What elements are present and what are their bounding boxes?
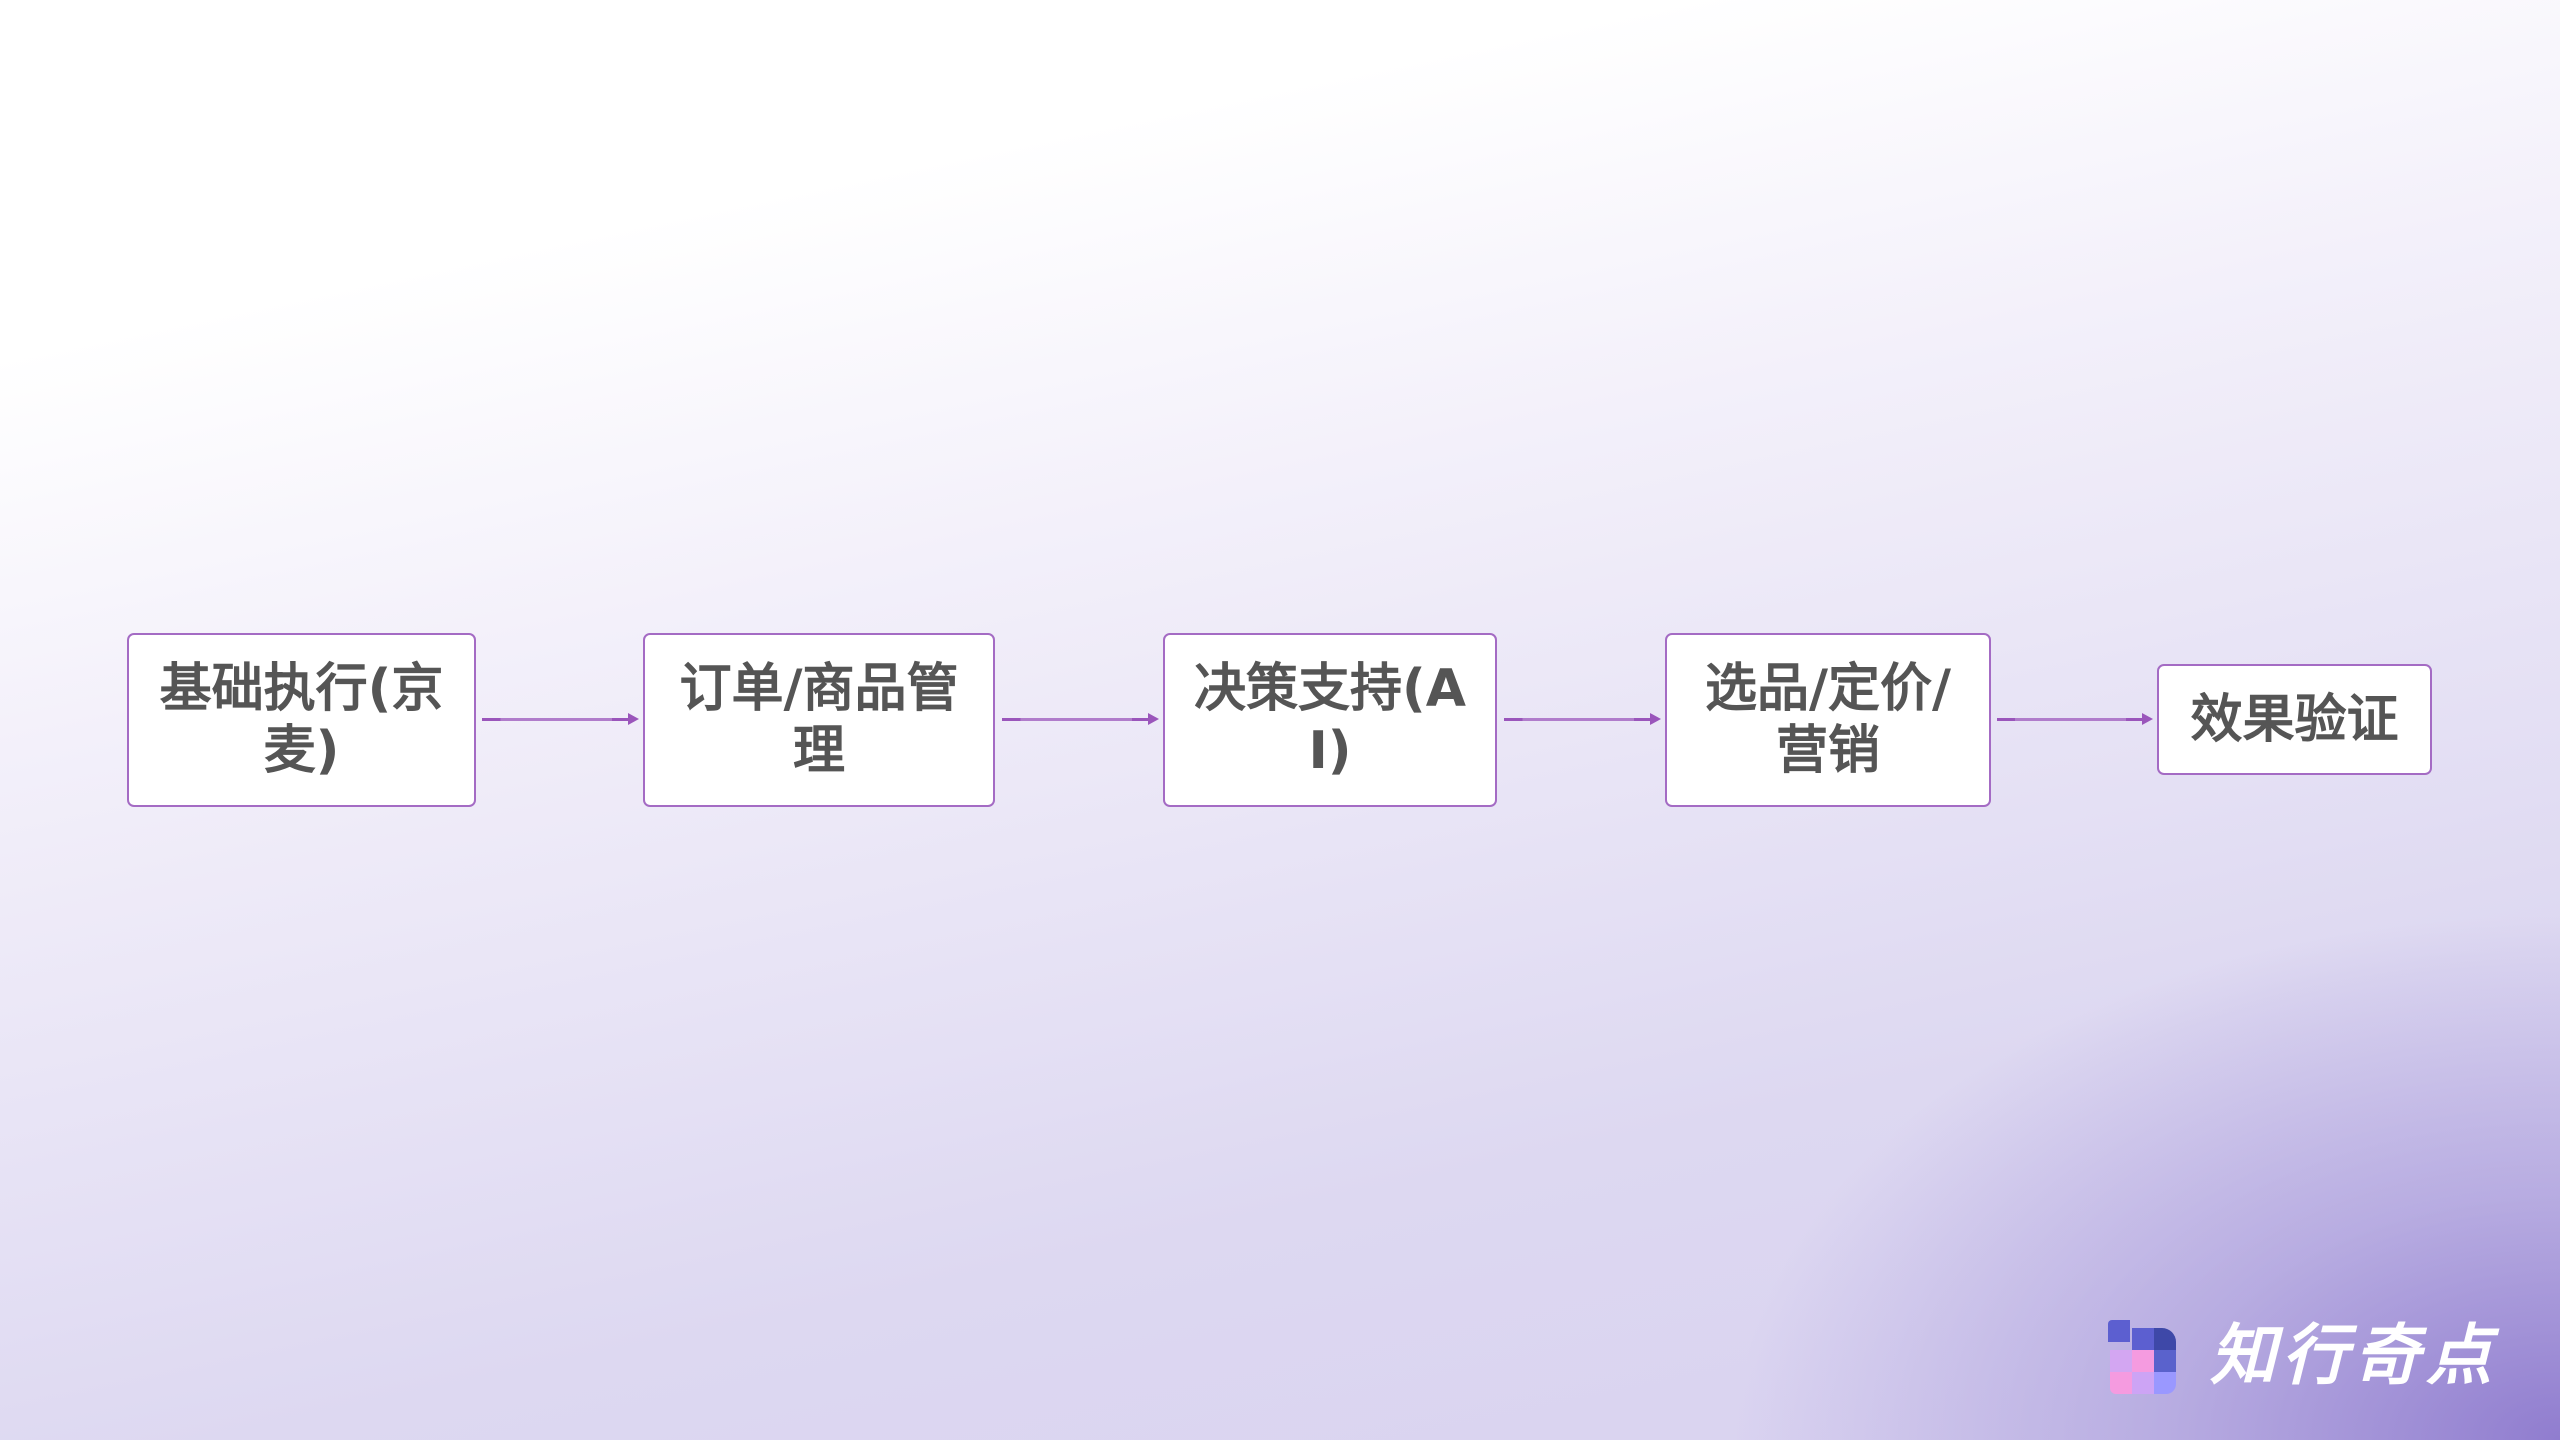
pixel-grid-logo-icon [2104, 1320, 2176, 1394]
node-label: 决策支持(AI) [1193, 659, 1466, 781]
node-effect-verification: 效果验证 [2157, 664, 2432, 775]
arrow-3-to-4 [1504, 713, 1661, 725]
arrow-2-to-3 [1002, 713, 1159, 725]
arrow-4-to-5 [1997, 713, 2153, 725]
node-selection-pricing-marketing: 选品/定价/营销 [1665, 633, 1991, 807]
node-label: 选品/定价/营销 [1705, 659, 1951, 781]
arrow-1-to-2 [482, 713, 639, 725]
node-basic-execution: 基础执行(京麦) [127, 633, 476, 807]
brand-name: 知行奇点 [2210, 1317, 2498, 1394]
node-label: 效果验证 [2190, 689, 2399, 750]
node-decision-support-ai: 决策支持(AI) [1163, 633, 1497, 807]
brand-logo: 知行奇点 [2104, 1316, 2498, 1396]
node-label: 订单/商品管理 [679, 659, 959, 781]
node-order-product-management: 订单/商品管理 [643, 633, 995, 807]
node-label: 基础执行(京麦) [159, 659, 444, 781]
